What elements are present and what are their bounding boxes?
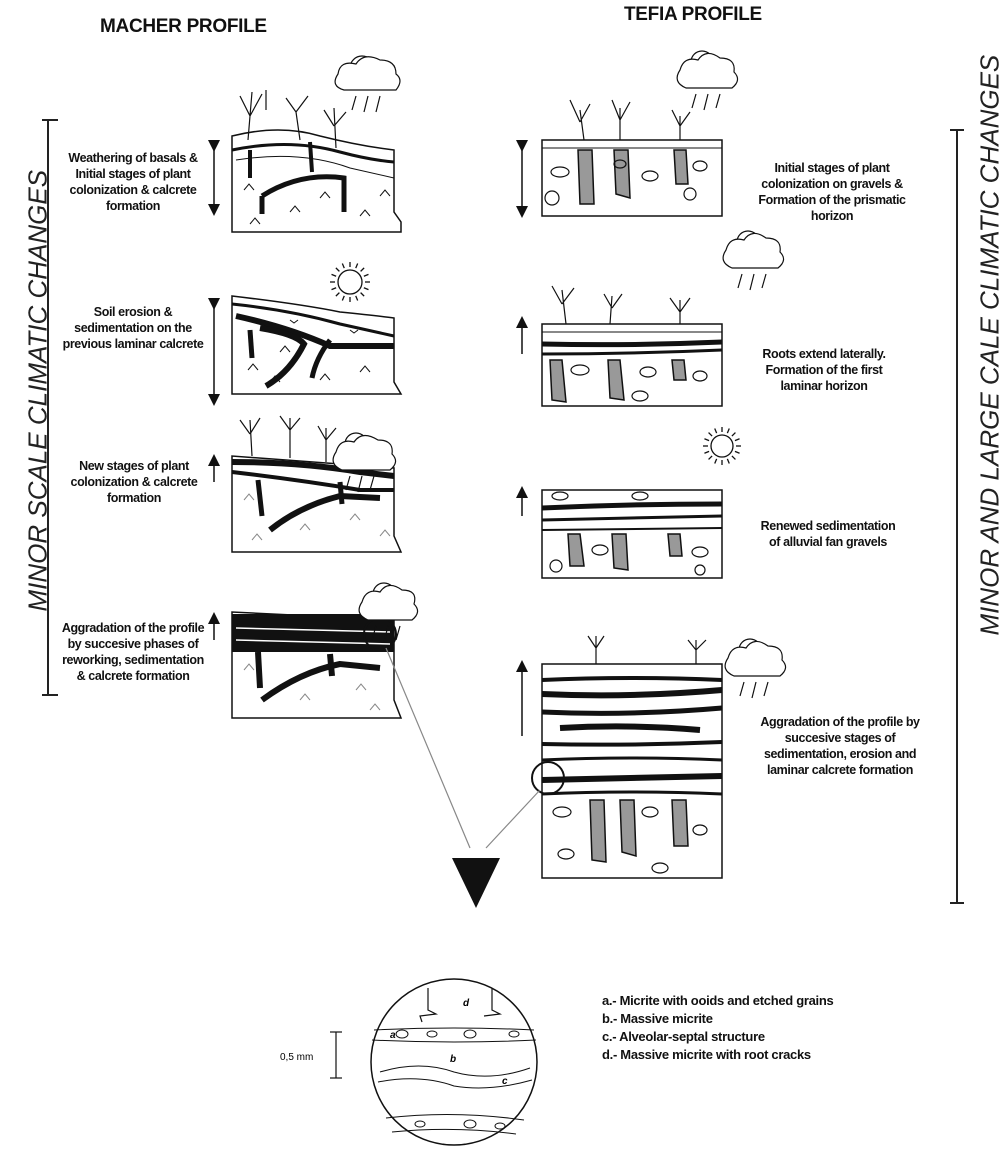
zoom-lines [386, 648, 540, 848]
zoom-pointer-triangle [452, 858, 500, 908]
macher-panel-3 [232, 416, 401, 552]
sun-rain-icon-4 [677, 51, 737, 110]
scale-bar [330, 1032, 342, 1078]
tefia-panel-4 [532, 636, 722, 878]
sun-rain-icon-1 [335, 56, 400, 112]
sun-icon-2 [703, 427, 741, 465]
detail-label-b: b [450, 1054, 456, 1065]
scale-bar-label: 0,5 mm [280, 1052, 313, 1063]
sun-rain-icon-5 [723, 231, 783, 290]
sun-icon-1 [330, 262, 370, 302]
detail-label-c: c [502, 1076, 508, 1087]
left-scale-bracket [42, 120, 58, 695]
detail-label-d: d [463, 998, 470, 1009]
macher-panel-2 [232, 296, 401, 394]
sun-rain-icon-6 [725, 639, 785, 698]
right-scale-bracket [950, 130, 964, 903]
detail-label-a: a [390, 1030, 396, 1041]
tefia-panel-1 [542, 100, 722, 216]
tefia-panel-3 [542, 490, 722, 578]
tefia-panel-2 [542, 286, 722, 406]
